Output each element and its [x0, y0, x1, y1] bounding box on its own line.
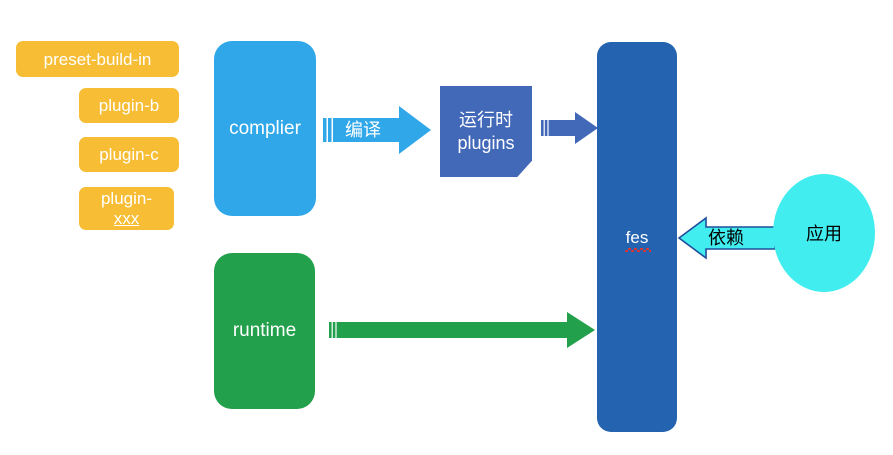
depends-arrow-shape [677, 216, 776, 260]
fes-label-wrap: fes [624, 227, 652, 252]
plugins-to-fes-arrow-shape [541, 112, 598, 144]
plugin-chip-preset-build-in[interactable]: preset-build-in [16, 41, 179, 77]
folded-corner-icon [517, 160, 532, 177]
runtime-label: runtime [232, 320, 297, 341]
runtime-plugins-line2: plugins [457, 132, 515, 153]
fes-block[interactable]: fes [597, 42, 677, 432]
plugin-chip-plugin-c[interactable]: plugin-c [79, 137, 179, 172]
compile-arrow[interactable] [323, 104, 433, 156]
runtime-to-fes-arrow[interactable] [329, 310, 597, 350]
app-node-label: 应用 [806, 224, 842, 244]
plugin-chip-label: plugin-c [99, 145, 159, 164]
plugin-chip-label-line2: xxx [113, 208, 140, 228]
depends-arrow[interactable] [677, 215, 776, 261]
plugin-chip-plugin-xxx[interactable]: plugin- xxx [79, 187, 174, 230]
compile-arrow-shape [323, 106, 431, 154]
plugins-to-fes-arrow[interactable] [541, 112, 599, 148]
app-node[interactable]: 应用 [773, 174, 875, 292]
plugin-chip-label: preset-build-in [43, 49, 152, 69]
runtime-plugins-card[interactable]: 运行时 plugins [440, 86, 532, 177]
runtime-block[interactable]: runtime [214, 253, 315, 409]
runtime-to-fes-arrow-shape [329, 312, 595, 348]
plugin-chip-label: plugin-b [98, 96, 160, 115]
plugin-chip-label-line1: plugin- [100, 188, 153, 208]
runtime-plugins-line1: 运行时 [458, 109, 513, 130]
complier-label: complier [229, 117, 301, 139]
fes-label: fes [625, 227, 649, 247]
spellcheck-underline-icon [624, 247, 652, 252]
plugin-chip-plugin-b[interactable]: plugin-b [79, 88, 179, 123]
complier-block[interactable]: complier [214, 41, 316, 216]
